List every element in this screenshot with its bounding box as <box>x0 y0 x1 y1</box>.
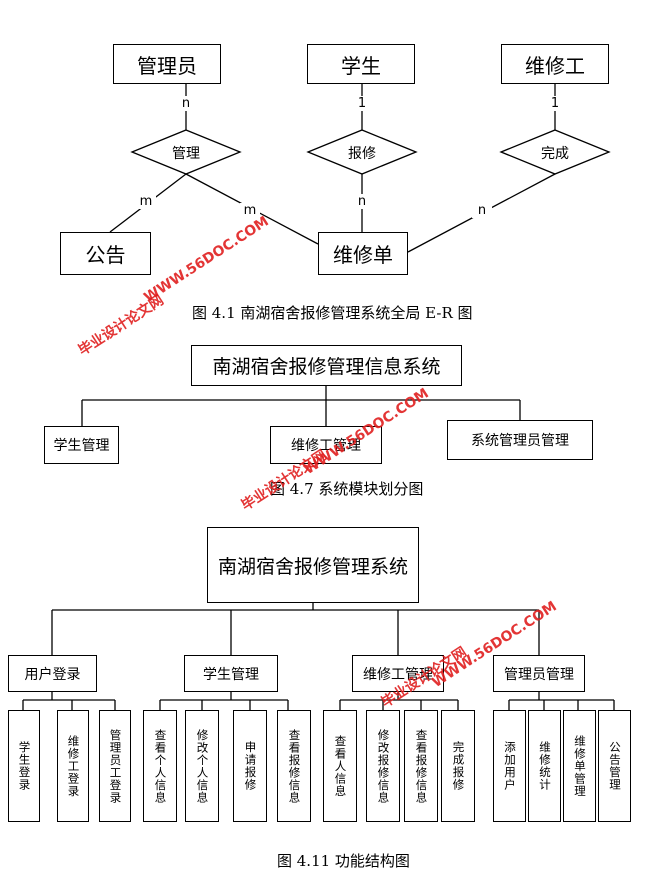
relation-manage: 管理 <box>172 146 200 162</box>
cardinality-label: m <box>240 203 260 218</box>
function-item-label: 查看人信息 <box>333 734 348 798</box>
module-student-management: 学生管理 <box>44 426 119 464</box>
cardinality-label: 1 <box>352 96 372 111</box>
cardinality-label: m <box>136 194 156 209</box>
relation-report: 报修 <box>348 146 376 162</box>
function-item: 添加用户 <box>493 710 526 822</box>
function-item-label: 查看报修信息 <box>287 728 302 804</box>
module-admin-management: 系统管理员管理 <box>447 420 593 460</box>
entity-admin: 管理员 <box>113 44 221 84</box>
function-group-student: 学生管理 <box>184 655 278 692</box>
entity-student: 学生 <box>307 44 415 84</box>
cardinality-label: n <box>352 194 372 209</box>
function-item: 查看人信息 <box>323 710 357 822</box>
cardinality-label: n <box>472 203 492 218</box>
function-item: 管理员工登录 <box>99 710 131 822</box>
cardinality-label: n <box>176 96 196 111</box>
function-item-label: 维修统计 <box>538 741 552 791</box>
function-root: 南湖宿舍报修管理系统 <box>207 527 419 603</box>
function-item: 查看个人信息 <box>143 710 177 822</box>
function-item-label: 修改报修信息 <box>376 728 391 804</box>
function-item-label: 完成报修 <box>451 741 466 791</box>
caption-er-diagram: 图 4.1 南湖宿舍报修管理系统全局 E-R 图 <box>192 304 473 322</box>
function-item-label: 申请报修 <box>243 741 258 791</box>
function-item-label: 管理员工登录 <box>108 728 123 804</box>
function-item: 修改报修信息 <box>366 710 400 822</box>
function-item-label: 公告管理 <box>608 741 622 791</box>
module-worker-management: 维修工管理 <box>270 426 382 464</box>
function-item: 完成报修 <box>441 710 475 822</box>
function-item-label: 修改个人信息 <box>195 728 210 804</box>
function-item-label: 学生登录 <box>17 741 32 791</box>
function-item: 公告管理 <box>598 710 631 822</box>
function-item-label: 添加用户 <box>503 741 517 791</box>
function-item: 维修单管理 <box>563 710 596 822</box>
function-item: 查看报修信息 <box>404 710 438 822</box>
module-root: 南湖宿舍报修管理信息系统 <box>191 345 462 386</box>
entity-worker: 维修工 <box>501 44 609 84</box>
entity-repair-order: 维修单 <box>318 232 408 275</box>
function-group-worker: 维修工管理 <box>352 655 444 692</box>
relation-complete: 完成 <box>541 146 569 162</box>
function-item: 查看报修信息 <box>277 710 311 822</box>
function-item: 学生登录 <box>8 710 40 822</box>
function-item: 申请报修 <box>233 710 267 822</box>
function-group-login: 用户登录 <box>8 655 97 692</box>
function-item: 维修工登录 <box>57 710 89 822</box>
caption-module-diagram: 图 4.7 系统模块划分图 <box>270 480 424 498</box>
function-item: 修改个人信息 <box>185 710 219 822</box>
function-item-label: 查看个人信息 <box>153 728 168 804</box>
function-item: 维修统计 <box>528 710 561 822</box>
caption-function-diagram: 图 4.11 功能结构图 <box>277 852 410 870</box>
function-group-admin: 管理员管理 <box>493 655 585 692</box>
function-item-label: 查看报修信息 <box>414 728 429 804</box>
function-item-label: 维修单管理 <box>573 734 587 798</box>
cardinality-label: 1 <box>545 96 565 111</box>
function-item-label: 维修工登录 <box>66 734 81 798</box>
entity-notice: 公告 <box>60 232 151 275</box>
